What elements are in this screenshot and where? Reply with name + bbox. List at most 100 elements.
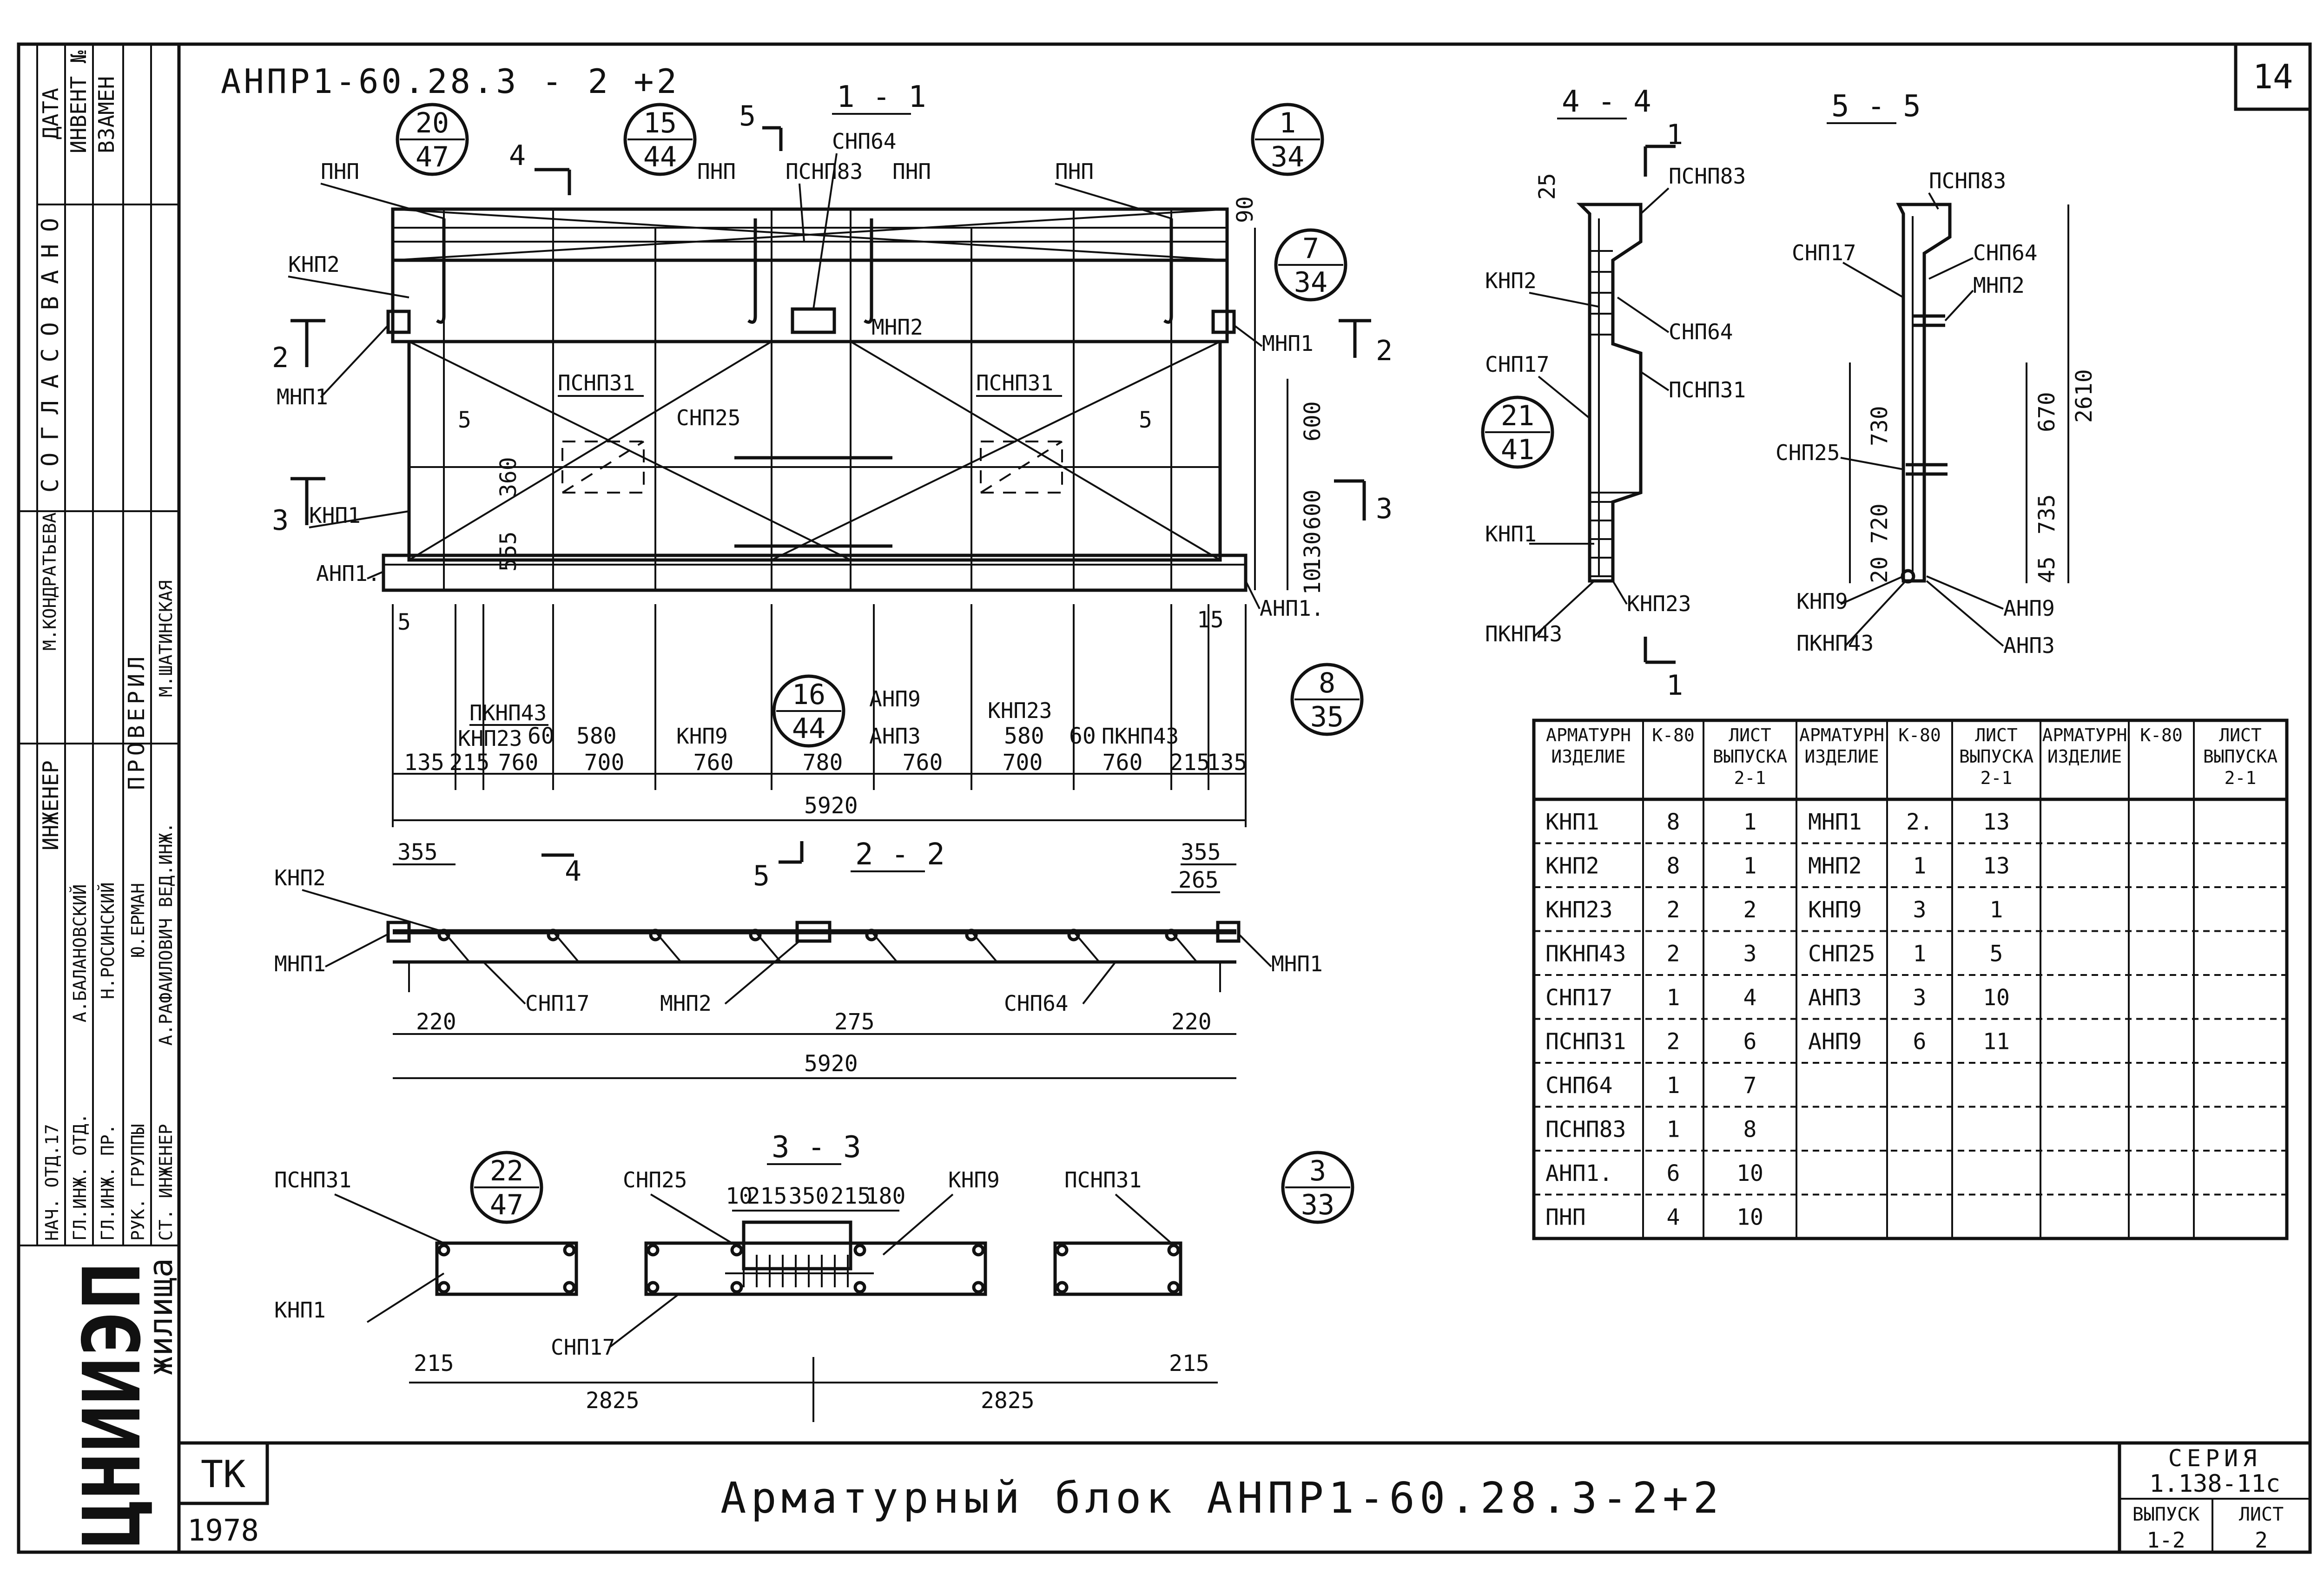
plan-rebar-dot [1067,929,1080,942]
lbl-psnp83-44: ПСНП83 [1669,164,1746,189]
lbl-psnp83: ПСНП83 [786,159,863,184]
dim-10: 10 [1300,568,1326,595]
lbl-snp25-33: СНП25 [623,1167,687,1192]
lbl-anp1: АНП1. [316,561,380,586]
strip-invent: ИНВЕНТ № [66,50,91,153]
drawing-code: АНПР1-60.28.3 - 2 +2 [221,62,680,101]
callout-top: 16 [792,678,825,711]
lbl-snp17-55: СНП17 [1792,240,1856,265]
callout-bottom: 41 [1501,434,1534,466]
lbl-snp17-22: СНП17 [525,991,589,1016]
table-cell: 3 [1913,985,1927,1011]
callout-circle [1481,395,1554,469]
section-3-3-bar [563,1244,576,1257]
plan-rebar-dot [865,929,878,942]
dim-3-3-top-label: 350 [789,1183,829,1209]
dim-275: 275 [834,1009,875,1035]
strip-role-0: НАЧ. ОТД.17 [42,1124,62,1241]
table-cell: 1 [1990,897,2003,923]
lbl-psnp31-44: ПСНП31 [1669,377,1746,402]
dim-3-3-top-label: 215 [747,1183,787,1209]
chain-dim-label: 760 [1103,750,1143,776]
callout-bottom: 34 [1294,266,1327,299]
table-cell: 10 [1983,985,2010,1011]
callout-top: 21 [1501,400,1534,432]
callout-top: 7 [1302,232,1319,265]
lbl-mnp1-22-right: МНП1 [1271,951,1323,976]
table-cell: 3 [1913,897,1927,923]
callout-bottom: 44 [643,141,677,173]
plan-2-2 [386,921,1241,992]
callout-bottom: 34 [1271,141,1304,173]
strip-date: ДАТА [38,88,63,139]
section-3-3-bar [647,1244,660,1257]
table-cell: 2 [1743,897,1757,923]
list-value: 2 [2255,1528,2268,1553]
dim-735: 735 [2034,494,2060,534]
lbl-snp17-33: СНП17 [551,1335,615,1360]
table-cell: 4 [1743,985,1757,1011]
table-cell: 1 [1913,941,1927,967]
table-cell: ПНП [1545,1205,1586,1231]
lbl-snp64: СНП64 [832,129,896,154]
section-3-3-bar [853,1244,866,1257]
series-value: 1.138-11с [2149,1470,2280,1498]
lbl-knp2-22: КНП2 [274,865,326,890]
table-cell: КНП2 [1545,853,1599,879]
table-cell: 1 [1913,853,1927,879]
issue-label: ВЫПУСК [2133,1504,2200,1525]
callout-8-35: 835 [1290,663,1364,736]
section-5-5-title: 5 - 5 [1831,89,1921,124]
table-header-cell: К-80 [1652,725,1695,745]
dim-580a: 580 [576,723,617,749]
callout-circle [470,1151,543,1224]
table-cell: 11 [1983,1029,2010,1055]
table-cell: МНП1 [1808,809,1862,835]
table-header-cell: К-80 [2140,725,2183,745]
strip-checked: ПРОВЕРИЛ [124,653,150,790]
table-cell: 2 [1667,897,1680,923]
plan-rebar-dot [749,929,762,942]
table-cell: 2. [1906,809,1933,835]
table-cell: ПСНП31 [1545,1029,1626,1055]
chain-dim-lines [393,773,1246,821]
lbl-pknp43-55: ПКНП43 [1796,631,1874,656]
section-3-3-bar [853,1281,866,1294]
dim-20: 20 [1867,556,1893,583]
mark-2-left: 2 [272,342,289,374]
dim-2825-left: 2825 [586,1388,640,1414]
table-cell: 10 [1736,1205,1763,1231]
dim-720: 720 [1867,503,1893,544]
mark-5-top: 5 [739,100,756,132]
lbl-pnp-3: ПНП [892,159,931,184]
lbl-knp23-right: КНП23 [988,698,1052,723]
callout-top: 15 [643,107,677,139]
lbl-pnp-2: ПНП [697,159,736,184]
table-cell: 1 [1667,1073,1680,1099]
section-3-3 [435,1220,1182,1296]
dim-15: 15 [1197,607,1224,633]
dim-360: 360 [495,457,522,497]
chain-dim-label: 700 [584,750,625,776]
table-header-cell: К-80 [1898,725,1941,745]
section-3-3-bar [972,1281,985,1294]
mark-1-44-bottom: 1 [1666,669,1683,702]
dim-5-c: 5 [397,609,411,635]
dim-total-22: 5920 [804,1051,858,1077]
dim-60a: 60 [528,723,555,749]
chain-dim-label: 135 [1207,750,1248,776]
callout-circle [1290,663,1364,736]
lbl-snp17-44: СНП17 [1485,352,1549,377]
